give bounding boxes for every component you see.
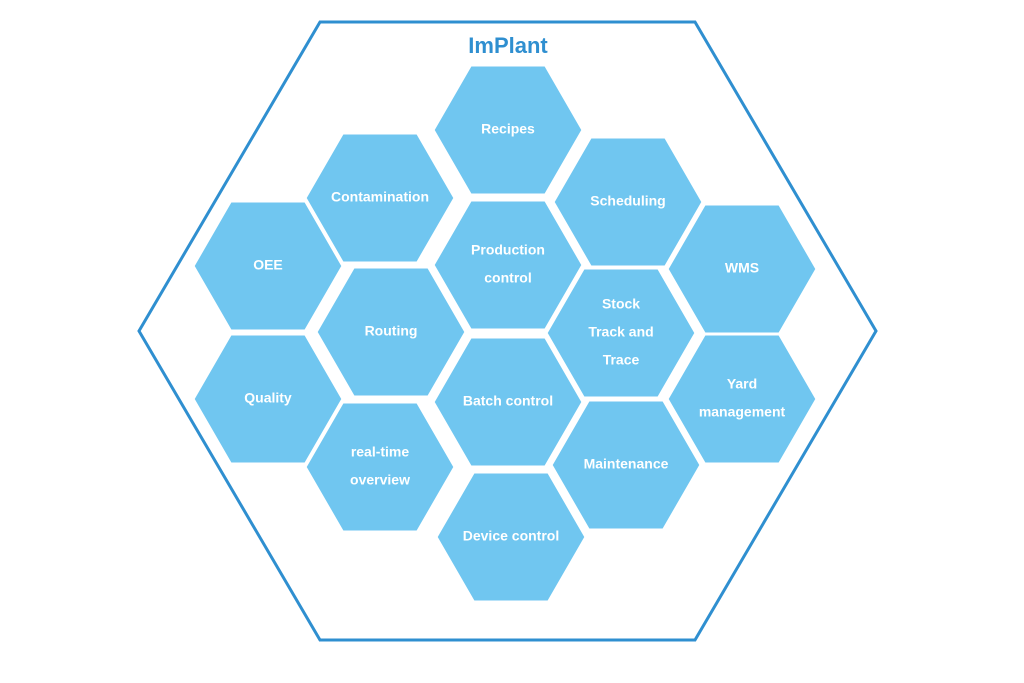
module-hexagon	[434, 470, 588, 604]
module-label: Stock	[602, 296, 640, 312]
module-label: Batch control	[463, 393, 553, 409]
module-label: Device control	[463, 528, 559, 544]
module-batch-control: Batch control	[431, 335, 585, 469]
module-real-time-overview: real-time overview	[303, 400, 457, 534]
module-hexagon	[191, 199, 345, 333]
module-label: control	[484, 270, 531, 286]
module-label: Production	[471, 242, 545, 258]
module-hexagon	[303, 131, 457, 265]
module-label: OEE	[253, 257, 283, 273]
module-label: Routing	[365, 323, 418, 339]
module-hexagon	[544, 266, 698, 400]
module-label: WMS	[725, 260, 759, 276]
module-hexagon	[314, 265, 468, 399]
module-contamination: Contamination	[303, 131, 457, 265]
module-hexagon	[431, 335, 585, 469]
module-label: real-time	[351, 444, 410, 460]
module-hexagon	[665, 332, 819, 466]
module-label: Quality	[244, 390, 292, 406]
module-scheduling: Scheduling	[551, 135, 705, 269]
module-hexagon	[431, 63, 585, 197]
module-device-control: Device control	[434, 470, 588, 604]
module-hexagon	[551, 135, 705, 269]
module-label: management	[699, 404, 786, 420]
module-yard-management: Yard management	[665, 332, 819, 466]
module-maintenance: Maintenance	[549, 398, 703, 532]
module-label: Recipes	[481, 121, 535, 137]
module-hexagon	[303, 400, 457, 534]
module-label: Track and	[588, 324, 653, 340]
module-production-control: Production control	[431, 198, 585, 332]
module-label: Contamination	[331, 189, 429, 205]
module-oee: OEE	[191, 199, 345, 333]
diagram-title: ImPlant	[468, 33, 548, 58]
module-hexagon	[431, 198, 585, 332]
module-label: Trace	[603, 352, 640, 368]
module-label: Maintenance	[584, 456, 669, 472]
module-recipes: Recipes	[431, 63, 585, 197]
module-routing: Routing	[314, 265, 468, 399]
outer-hexagon-frame	[137, 20, 878, 642]
module-label: Scheduling	[590, 193, 665, 209]
module-hexagon	[549, 398, 703, 532]
module-label: Yard	[727, 376, 757, 392]
module-label: overview	[350, 472, 410, 488]
